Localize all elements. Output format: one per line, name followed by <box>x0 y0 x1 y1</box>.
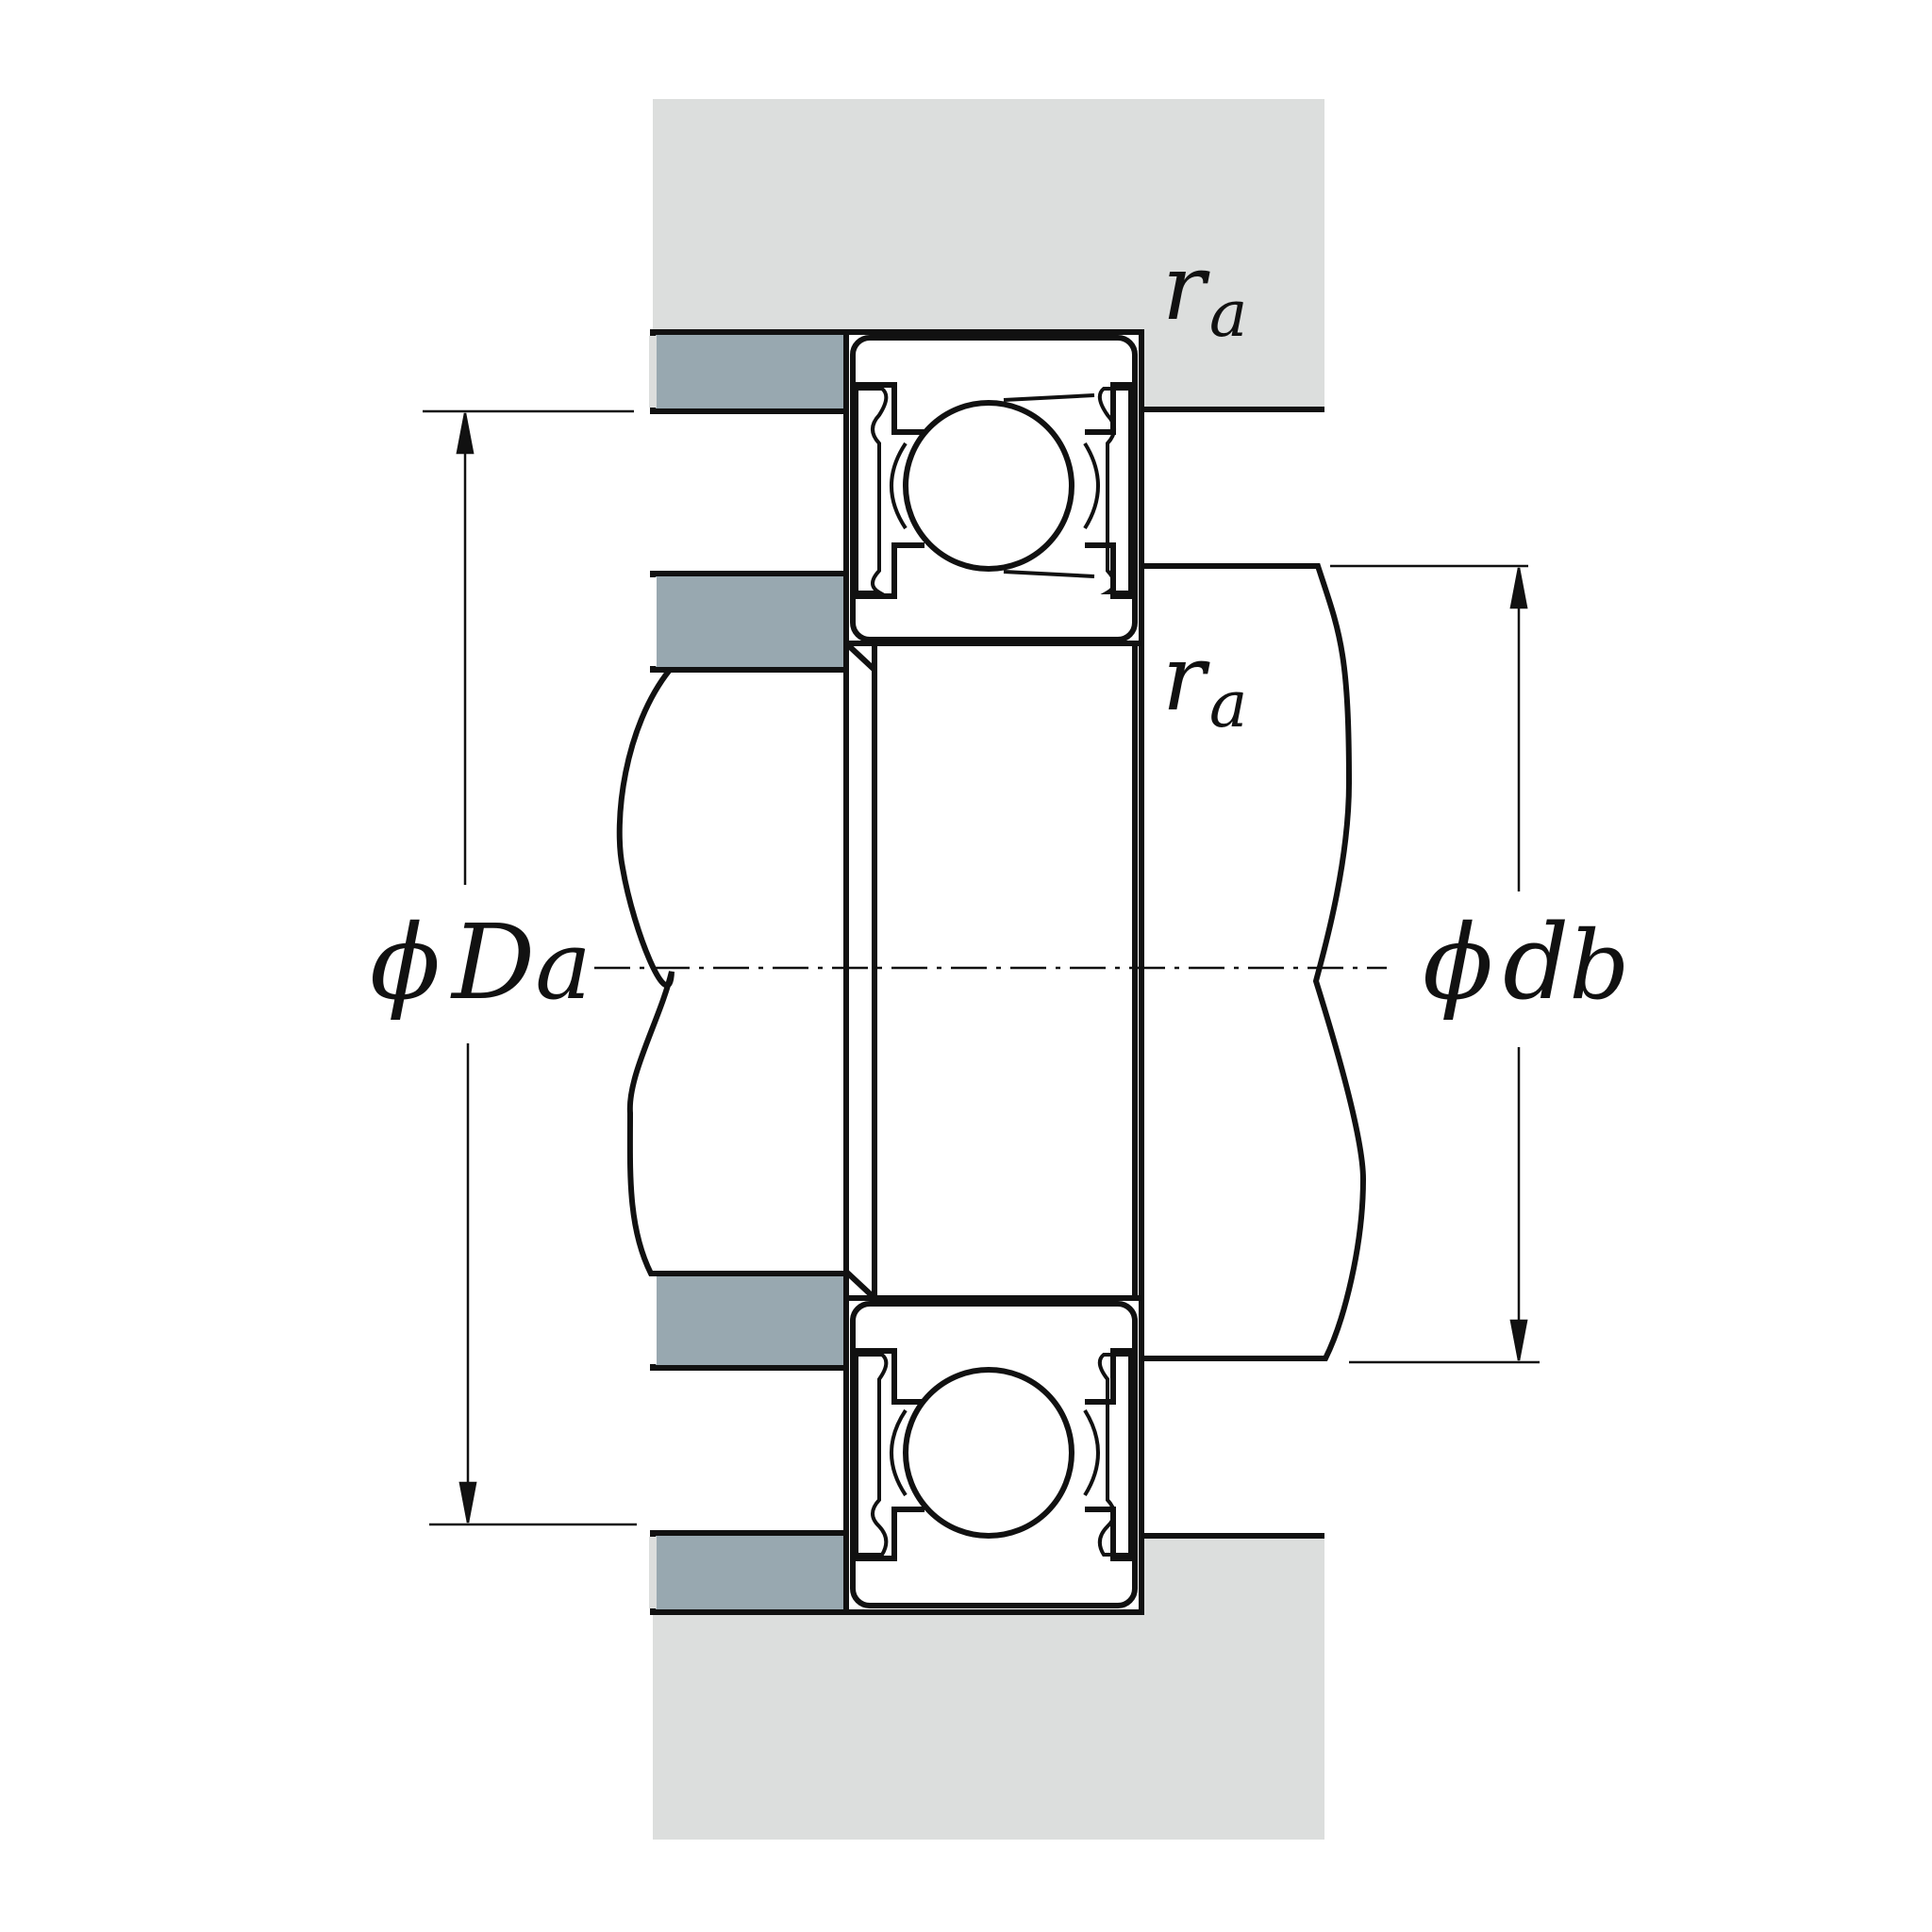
label-ra-middle: ra <box>1162 625 1247 742</box>
spacer-top-outer <box>650 329 849 414</box>
seal-right-bottom <box>1097 1353 1132 1557</box>
housing-bore-lines <box>1141 407 1324 1539</box>
shaft-right-break <box>1139 563 1367 1361</box>
dimension-db <box>1330 564 1540 1364</box>
bearing-section-top <box>843 329 1144 673</box>
ball-top <box>903 400 1074 572</box>
arrow-up-icon <box>456 412 475 455</box>
bearing-inner-ring-bore <box>872 641 1138 1301</box>
seal-left-top <box>855 387 889 594</box>
arrow-down-icon <box>1509 1319 1528 1361</box>
seal-right-top <box>1097 387 1132 594</box>
shaft-left-break <box>616 667 849 1276</box>
spacer-bottom-outer <box>650 1530 849 1615</box>
shaft <box>616 563 1367 1361</box>
dimension-Da <box>423 409 637 1526</box>
spacer-top-inner <box>650 571 849 673</box>
arrow-down-icon <box>458 1481 477 1524</box>
bearing-section-bottom <box>843 1269 1144 1615</box>
label-phi-db: ϕdb <box>1423 902 1629 1023</box>
seal-left-bottom <box>855 1353 889 1557</box>
arrow-up-icon <box>1509 567 1528 609</box>
ball-bottom <box>903 1367 1074 1539</box>
label-ra-top: ra <box>1162 235 1247 352</box>
spacer-bottom-inner <box>650 1269 849 1371</box>
